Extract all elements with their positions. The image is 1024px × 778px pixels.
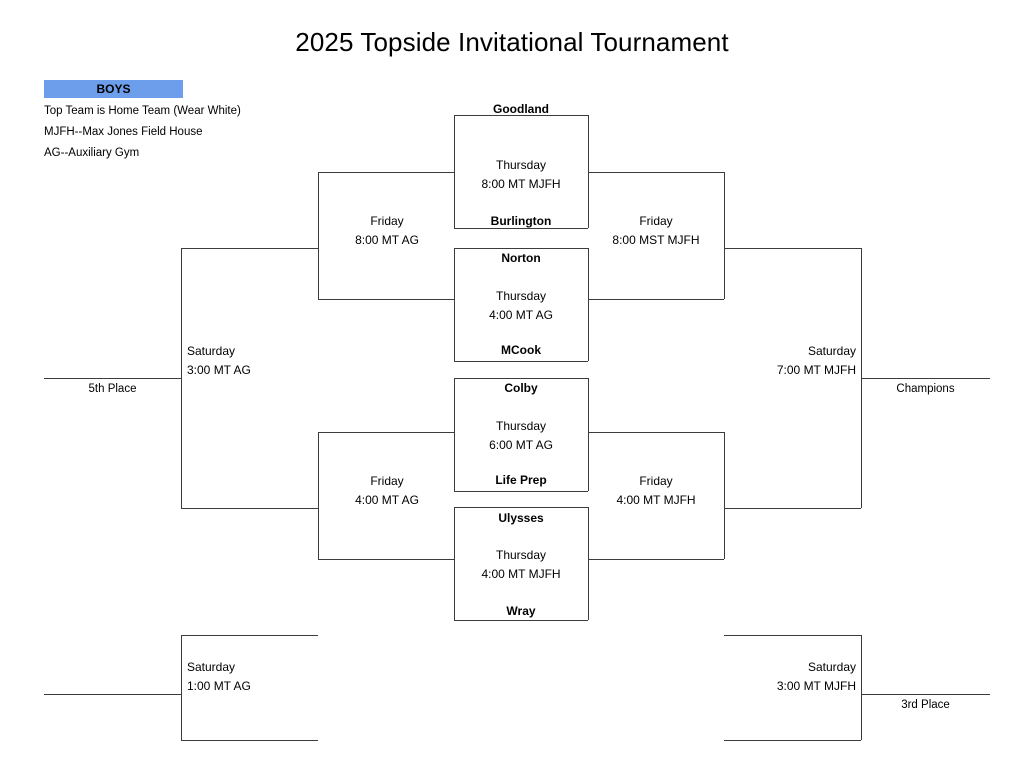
qf2-box-left-edge	[454, 248, 455, 361]
qf3-bottom-team: Life Prep	[495, 473, 547, 487]
fifth-place-day: Saturday	[187, 344, 236, 358]
qf4-box-top-edge	[454, 507, 588, 508]
legend-note: Top Team is Home Team (Wear White)	[44, 105, 241, 117]
sf-left-top-box-bottom-edge	[318, 299, 454, 300]
fifth-place-box-bottom-edge	[181, 508, 318, 509]
qf3-box-top-edge	[454, 378, 588, 379]
consolation-left-box-top-edge	[181, 635, 318, 636]
championship-time-venue: 7:00 MT MJFH	[776, 363, 856, 377]
legend: BOYS Top Team is Home Team (Wear White) …	[44, 80, 274, 164]
sf-right-bottom-box-top-edge	[588, 432, 724, 433]
fifth-place-label: 5th Place	[88, 383, 137, 395]
champions-label: Champions	[896, 383, 955, 395]
sf-left-bottom-box-top-edge	[318, 432, 454, 433]
legend-notes: Top Team is Home Team (Wear White) MJFH-…	[44, 101, 274, 164]
consolation-left-box-bottom-edge	[181, 740, 318, 741]
qf1-bottom-team: Burlington	[490, 214, 552, 228]
third-place-box-bottom-edge	[724, 740, 861, 741]
fifth-place-time-venue: 3:00 MT AG	[187, 363, 251, 377]
qf2-day: Thursday	[495, 289, 547, 303]
sf-left-bottom-day: Friday	[370, 474, 404, 488]
qf4-box-left-edge	[454, 507, 455, 620]
fifth-place-box-left-edge	[181, 248, 182, 508]
sf-right-bottom-time-venue: 4:00 MT MJFH	[616, 493, 696, 507]
sf-right-bottom-day: Friday	[639, 474, 673, 488]
qf3-top-team: Colby	[504, 381, 538, 395]
consolation-left-output-line	[44, 694, 181, 695]
sf-left-top-day: Friday	[370, 214, 404, 228]
sf-right-top-box-bottom-edge	[588, 299, 724, 300]
legend-note: AG--Auxiliary Gym	[44, 147, 140, 159]
qf1-top-team: Goodland	[493, 102, 549, 116]
third-place-box-right-edge	[861, 635, 862, 740]
qf4-box-bottom-edge	[454, 620, 588, 621]
qf4-box-right-edge	[588, 507, 589, 620]
qf4-top-team: Ulysses	[498, 511, 544, 525]
qf4-time-venue: 4:00 MT MJFH	[481, 567, 561, 581]
legend-note: MJFH--Max Jones Field House	[44, 126, 203, 138]
third-place-time-venue: 3:00 MT MJFH	[776, 679, 856, 693]
sf-right-top-time-venue: 8:00 MST MJFH	[612, 233, 700, 247]
sf-left-top-box-top-edge	[318, 172, 454, 173]
qf1-time-venue: 8:00 MT MJFH	[481, 177, 561, 191]
third-place-box-top-edge	[724, 635, 861, 636]
qf1-day: Thursday	[495, 158, 547, 172]
qf3-box-right-edge	[588, 378, 589, 491]
qf3-time-venue: 6:00 MT AG	[489, 438, 553, 452]
championship-output-line	[861, 378, 990, 379]
qf1-box-left-edge	[454, 115, 455, 228]
qf1-box-top-edge	[454, 115, 588, 116]
third-place-day: Saturday	[807, 660, 856, 674]
sf-left-bottom-box-left-edge	[318, 432, 319, 559]
qf2-box-bottom-edge	[454, 361, 588, 362]
consolation-left-time-venue: 1:00 MT AG	[187, 679, 251, 693]
sf-left-top-box-left-edge	[318, 172, 319, 299]
qf4-bottom-team: Wray	[506, 604, 536, 618]
qf2-box-right-edge	[588, 248, 589, 361]
qf1-box-right-edge	[588, 115, 589, 228]
qf2-time-venue: 4:00 MT AG	[489, 308, 553, 322]
fifth-place-box-top-edge	[181, 248, 318, 249]
qf2-top-team: Norton	[501, 251, 541, 265]
consolation-left-box-left-edge	[181, 635, 182, 740]
third-place-output-line	[861, 694, 990, 695]
page-title: 2025 Topside Invitational Tournament	[295, 27, 729, 57]
qf2-bottom-team: MCook	[501, 343, 541, 357]
sf-left-top-time-venue: 8:00 MT AG	[355, 233, 419, 247]
qf1-box-bottom-edge	[454, 228, 588, 229]
championship-box-top-edge	[724, 248, 861, 249]
consolation-left-day: Saturday	[187, 660, 236, 674]
qf4-day: Thursday	[495, 548, 547, 562]
qf2-box-top-edge	[454, 248, 588, 249]
qf3-day: Thursday	[495, 419, 547, 433]
championship-box-bottom-edge	[724, 508, 861, 509]
sf-right-top-day: Friday	[639, 214, 673, 228]
championship-day: Saturday	[807, 344, 856, 358]
sf-right-top-box-right-edge	[724, 172, 725, 299]
sf-right-top-box-top-edge	[588, 172, 724, 173]
sf-right-bottom-box-right-edge	[724, 432, 725, 559]
legend-division-banner: BOYS	[44, 80, 183, 98]
third-place-label: 3rd Place	[901, 699, 950, 711]
qf3-box-left-edge	[454, 378, 455, 491]
qf3-box-bottom-edge	[454, 491, 588, 492]
sf-left-bottom-box-bottom-edge	[318, 559, 454, 560]
fifth-place-output-line	[44, 378, 181, 379]
sf-right-bottom-box-bottom-edge	[588, 559, 724, 560]
sf-left-bottom-time-venue: 4:00 MT AG	[355, 493, 419, 507]
